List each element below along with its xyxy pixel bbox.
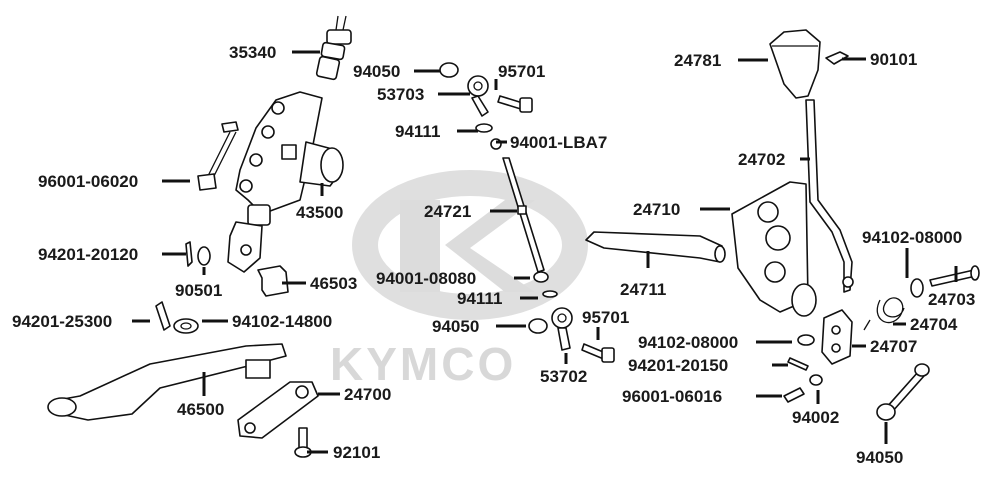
bolt-95701-upper <box>497 95 533 113</box>
callout-label: 94002 <box>792 408 839 427</box>
callout-label: 94050 <box>432 317 479 336</box>
callout-label: 94111 <box>457 289 502 308</box>
nut-94001-08080 <box>533 271 549 283</box>
callout-label: 24704 <box>910 315 958 334</box>
callout-label: 94102-08000 <box>638 333 738 352</box>
leader-lines <box>132 50 958 454</box>
callout-label: 94201-20150 <box>628 356 728 375</box>
callout-label: 94102-08000 <box>862 228 962 247</box>
callout-label: 94201-25300 <box>12 312 112 331</box>
cotter-pin-94201-20120 <box>185 241 193 267</box>
callout-label: 43500 <box>296 203 343 222</box>
callout-label: 53703 <box>377 85 424 104</box>
block-24707 <box>821 309 853 365</box>
callout-label: 94050 <box>353 62 400 81</box>
nut-94050-middle <box>528 318 548 334</box>
rod-24721 <box>502 157 545 273</box>
bracket-24710 <box>731 181 817 317</box>
bracket-46503 <box>257 265 289 297</box>
callout-label: 24703 <box>928 290 975 309</box>
screw-90101 <box>825 51 849 65</box>
pin-24703 <box>929 265 980 287</box>
washer-94111-lower <box>542 290 558 298</box>
callout-label: 95701 <box>582 308 629 327</box>
nut-94050-upper <box>439 62 459 78</box>
arm-24711 <box>585 231 726 263</box>
washer-94102-08000-left <box>797 334 815 346</box>
washer-90501 <box>197 246 211 266</box>
knob-24781 <box>769 29 821 99</box>
callout-label: 95701 <box>498 62 545 81</box>
washer-94102-14800 <box>173 318 199 334</box>
callout-label: 46500 <box>177 400 224 419</box>
callout-label: 24721 <box>424 202 471 221</box>
callout-label: 94201-20120 <box>38 245 138 264</box>
bolt-95701-lower <box>581 343 615 363</box>
washer-94102-08000-right <box>910 278 924 298</box>
callout-label: 24710 <box>633 200 680 219</box>
master-cylinder-43500 <box>227 91 344 273</box>
callout-labels: 35340 94050 95701 53703 94111 94001-LBA7… <box>12 43 975 467</box>
lever-24702 <box>805 99 854 293</box>
callout-label: 94102-14800 <box>232 312 332 331</box>
callout-label: 24707 <box>870 337 917 356</box>
washer-94002 <box>809 374 823 386</box>
watermark-text: KYMCO <box>330 338 516 390</box>
cotter-pin-94201-20150 <box>787 357 809 371</box>
callout-label: 94111 <box>395 122 440 141</box>
callout-label: 96001-06020 <box>38 172 138 191</box>
callout-label: 96001-06016 <box>622 387 722 406</box>
callout-label: 24702 <box>738 150 785 169</box>
callout-label: 94001-LBA7 <box>510 133 607 152</box>
plate-24700 <box>237 381 319 439</box>
callout-label: 53702 <box>540 367 587 386</box>
callout-label: 94050 <box>856 448 903 467</box>
cotter-pin-94201-25300 <box>155 301 171 331</box>
callout-label: 90501 <box>175 281 222 300</box>
switch-35340 <box>315 15 352 81</box>
rod-end-53702 <box>551 307 573 351</box>
bolt-96001-06020 <box>197 121 239 191</box>
callout-label: 35340 <box>229 43 276 62</box>
callout-label: 94001-08080 <box>376 269 476 288</box>
callout-label: 24700 <box>344 385 391 404</box>
callout-label: 46503 <box>310 274 357 293</box>
callout-label: 24781 <box>674 51 721 70</box>
rod-94050-lower <box>876 363 930 421</box>
rod-end-53703 <box>467 75 489 117</box>
brake-pedal-46500 <box>47 343 287 421</box>
washer-94111-upper <box>475 123 493 133</box>
bolt-96001-06016 <box>783 387 805 403</box>
spring-24704 <box>863 297 905 331</box>
callout-label: 92101 <box>333 443 380 462</box>
kymco-watermark-logo: KYMCO <box>330 170 588 390</box>
callout-label: 90101 <box>870 50 917 69</box>
callout-label: 24711 <box>620 280 666 299</box>
